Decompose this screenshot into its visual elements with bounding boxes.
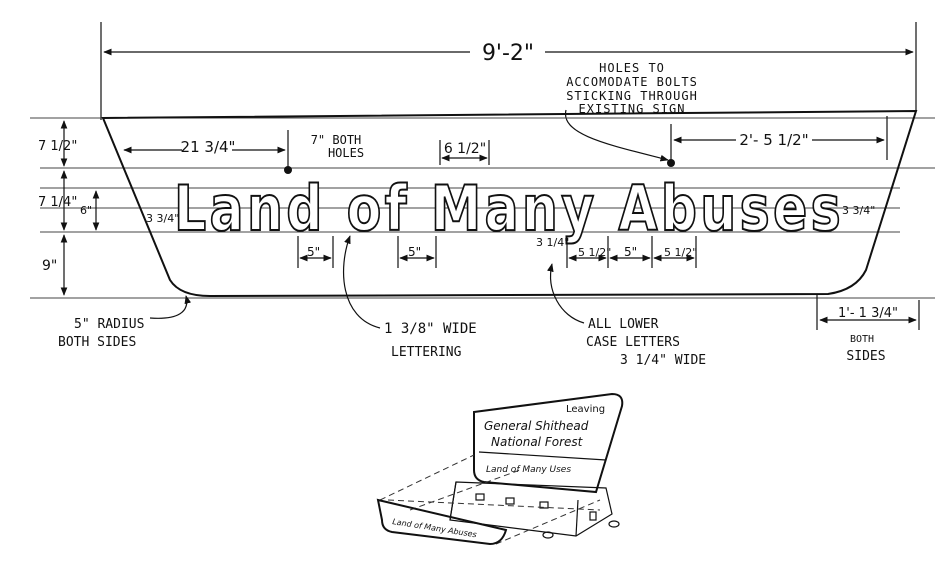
gap-label-4: 5 1/2": [578, 246, 611, 259]
sketch-loose-bolt-1: [542, 531, 554, 539]
corner-note-sides: SIDES: [846, 349, 885, 364]
right-hole-dimension-label: 2'- 5 1/2": [739, 131, 808, 149]
radius-note-line-2: BOTH SIDES: [58, 335, 136, 350]
corner-dimension-label: 1'- 1 3/4": [838, 306, 898, 321]
lowercase-note-line-2: CASE LETTERS: [586, 335, 680, 350]
left-side-margin-label: 3 3/4": [146, 212, 179, 225]
top-middle-dimension: 6 1/2": [439, 140, 490, 165]
sketch-line-2: National Forest: [491, 435, 584, 449]
right-hole-dimension: 2'- 5 1/2": [670, 116, 888, 160]
sketch-base-block: [449, 481, 613, 537]
sketch-line-3: Land of Many Uses: [486, 465, 571, 475]
sign-outline: [101, 109, 918, 298]
sketch-bolt-4: [589, 511, 597, 521]
radius-note: 5" RADIUS BOTH SIDES: [58, 295, 192, 350]
corner-note-both: BOTH: [850, 334, 874, 345]
top-middle-dimension-label: 6 1/2": [444, 141, 486, 157]
gap-label-1: 5": [307, 245, 320, 259]
height-label-top: 7 1/2": [38, 139, 77, 154]
new-sign-outline: [376, 498, 508, 546]
sketch-bolt-3: [539, 501, 549, 509]
holes-note-line-3: STICKING THROUGH: [566, 89, 698, 103]
existing-sign-outline: [473, 392, 624, 494]
sign-lettering: Land of Many Abuses: [174, 172, 844, 245]
radius-note-line-1: 5" RADIUS: [74, 317, 144, 332]
lettering-note-line-1: 1 3/8" WIDE: [384, 321, 477, 337]
corner-dimension: 1'- 1 3/4" BOTH SIDES: [816, 294, 920, 364]
sketch-bolt-2: [505, 497, 515, 505]
left-height-dimensions: 7 1/2" 7 1/4" 6" 9": [38, 120, 100, 296]
holes-label-line-2: HOLES: [328, 146, 364, 160]
overall-width-dimension: 9'-2": [100, 22, 917, 120]
left-hole-dimension-label: 21 3/4": [181, 138, 236, 156]
gap-label-2: 5": [408, 245, 421, 259]
sketch-loose-bolt-2: [608, 520, 620, 528]
right-hole-marker: [667, 159, 675, 167]
sketch-leaving: Leaving: [566, 404, 605, 415]
holes-note: HOLES TO ACCOMODATE BOLTS STICKING THROU…: [565, 61, 698, 162]
holes-label-line-1: 7" BOTH: [311, 133, 362, 147]
letter-gap-dimensions: 5" 5" 3 1/4" 5 1/2" 5" 5 1/2": [297, 236, 697, 268]
sketch-bolt-1: [475, 493, 485, 501]
overall-width-label: 9'-2": [482, 41, 534, 66]
lowercase-note: ALL LOWER CASE LETTERS 3 1/4" WIDE: [547, 263, 706, 368]
gap-label-3: 3 1/4": [536, 236, 569, 249]
sketch-line-1: General Shithead: [484, 419, 589, 433]
height-label-bottom: 9": [42, 258, 57, 274]
height-label-lowercase: 6": [80, 204, 92, 217]
left-hole-dimension: 21 3/4": [123, 130, 289, 170]
lettering-note: 1 3/8" WIDE LETTERING: [342, 235, 477, 360]
holes-note-line-1: HOLES TO: [599, 61, 665, 75]
lowercase-note-line-3: 3 1/4" WIDE: [620, 353, 706, 368]
height-label-letters: 7 1/4": [38, 195, 77, 210]
perspective-sketch: Leaving General Shithead National Forest…: [376, 392, 624, 546]
gap-label-5: 5": [624, 245, 637, 259]
gap-label-6: 5 1/2": [664, 246, 697, 259]
right-side-margin-label: 3 3/4": [842, 204, 875, 217]
lowercase-note-line-1: ALL LOWER: [588, 317, 659, 332]
holes-note-line-2: ACCOMODATE BOLTS: [566, 75, 698, 89]
lettering-note-line-2: LETTERING: [391, 345, 462, 360]
